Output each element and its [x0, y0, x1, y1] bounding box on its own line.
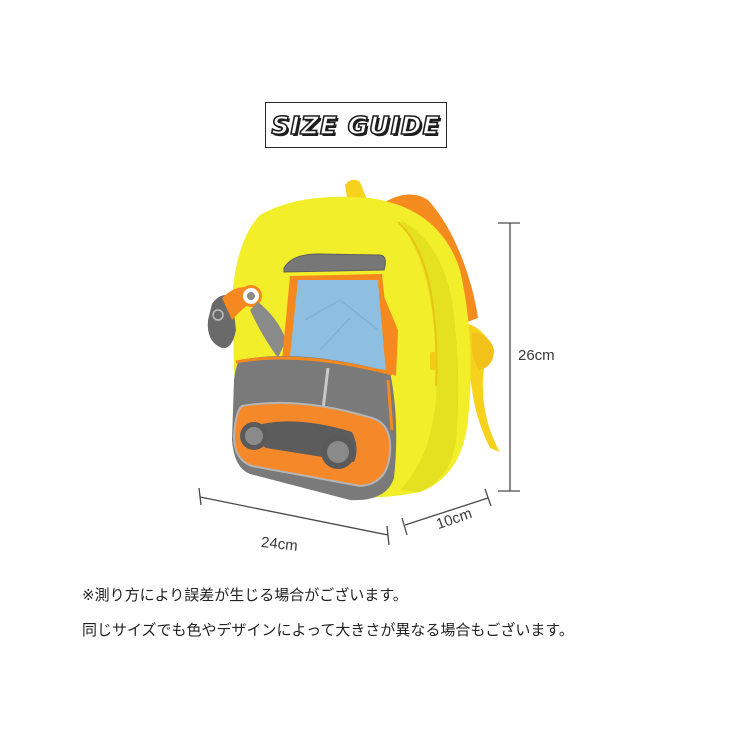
depth-line: [404, 497, 489, 526]
dimension-lines: [198, 222, 520, 546]
height-label: 26cm: [518, 347, 555, 364]
excavator-tracks: [232, 356, 397, 501]
excavator-arm: [207, 285, 286, 358]
size-guide-title-box: SIZE GUIDE: [265, 102, 447, 148]
size-guide-title: SIZE GUIDE: [271, 110, 441, 141]
width-line: [199, 496, 389, 536]
excavator-cab: [282, 253, 398, 376]
size-variation-note: 同じサイズでも色やデザインによって大きさが異なる場合もございます。: [82, 621, 574, 639]
measurement-error-note: ※測り方により誤差が生じる場合がございます。: [82, 586, 408, 604]
